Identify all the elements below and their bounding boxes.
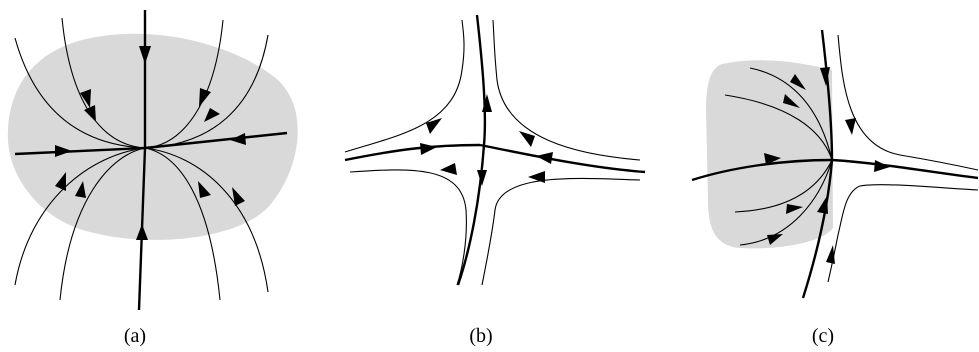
- panel-c-vertical-manifold-top: [820, 29, 834, 161]
- panel-a-trajectory-lr1: [144, 147, 221, 301]
- panel-b-trajectory-upper-left: [344, 19, 465, 153]
- panel-a-arrow: [139, 46, 151, 64]
- panel-a-trajectory-ul1: [14, 37, 146, 149]
- panel-c-arrow: [790, 74, 806, 90]
- panel-c-trajectory-left4: [739, 159, 833, 246]
- panel-a-horizontal-manifold-left: [14, 146, 146, 156]
- panel-c-arrow: [783, 94, 800, 108]
- panel-b-stable-manifold-left: [344, 143, 481, 162]
- panel-b: (b): [344, 14, 646, 347]
- panel-a-arrow: [55, 145, 72, 157]
- panel-a-arrow: [84, 105, 96, 122]
- panel-a-arrow: [232, 187, 245, 206]
- panel-c-trajectory-right-lower: [827, 184, 979, 283]
- panel-b-caption: (b): [469, 325, 492, 347]
- panel-b-trajectory-lower-right: [481, 177, 641, 286]
- panel-b-trajectory-upper-right: [492, 19, 641, 161]
- panel-c-trajectory-left1: [749, 67, 833, 161]
- panel-c-caption: (c): [812, 325, 834, 347]
- panel-a-trajectory-ur1: [144, 19, 224, 149]
- panel-c-arrow: [786, 204, 803, 214]
- panel-c-vertical-manifold-bottom: [801, 159, 834, 299]
- panel-a-arrow: [230, 133, 246, 145]
- panel-c-arrow: [874, 160, 890, 172]
- panel-c-trajectory-left3: [734, 159, 833, 213]
- panel-c-arrow: [817, 196, 828, 214]
- panel-c: (c): [691, 29, 979, 347]
- panel-b-stable-manifold-right: [479, 143, 646, 174]
- panel-a-trajectory-ur2: [144, 34, 269, 149]
- panel-b-trajectory-lower-left: [349, 169, 467, 286]
- panel-b-arrow: [477, 170, 487, 186]
- panel-c-outgoing-manifold: [831, 158, 979, 180]
- panel-b-arrow: [440, 163, 457, 175]
- panel-b-arrow: [420, 143, 437, 155]
- panel-c-center-manifold: [691, 158, 833, 182]
- panel-b-unstable-manifold-bottom: [456, 144, 486, 286]
- panel-a-arrow: [55, 172, 66, 191]
- panel-c-arrow: [826, 245, 835, 264]
- panel-b-arrow: [536, 152, 553, 164]
- panel-a-arrow: [136, 224, 148, 240]
- panel-b-arrow: [528, 171, 545, 183]
- panel-a-arrow: [199, 88, 211, 107]
- panel-b-arrow: [519, 131, 535, 147]
- panel-b-unstable-manifold-top: [475, 14, 487, 146]
- panel-a-caption: (a): [124, 325, 146, 347]
- panel-c-trajectory-left2: [724, 94, 833, 161]
- panel-c-arrow: [820, 67, 830, 86]
- panel-b-arrow: [482, 94, 492, 112]
- panel-c-arrow: [767, 234, 783, 245]
- panel-c-basin: [706, 60, 833, 249]
- panel-b-arrow: [426, 118, 442, 134]
- panel-a-trajectory-lr2: [144, 147, 269, 293]
- panel-a-trajectory-ll2: [59, 147, 146, 301]
- panel-a-arrow: [75, 181, 86, 198]
- panel-c-arrow: [764, 153, 781, 165]
- panel-a: (a): [7, 10, 298, 347]
- panel-a-arrow: [204, 108, 220, 122]
- panel-c-trajectory-right-upper: [837, 34, 979, 171]
- panel-c-arrow: [845, 118, 856, 135]
- panel-a-arrow: [80, 89, 91, 108]
- panel-a-arrow: [198, 181, 211, 198]
